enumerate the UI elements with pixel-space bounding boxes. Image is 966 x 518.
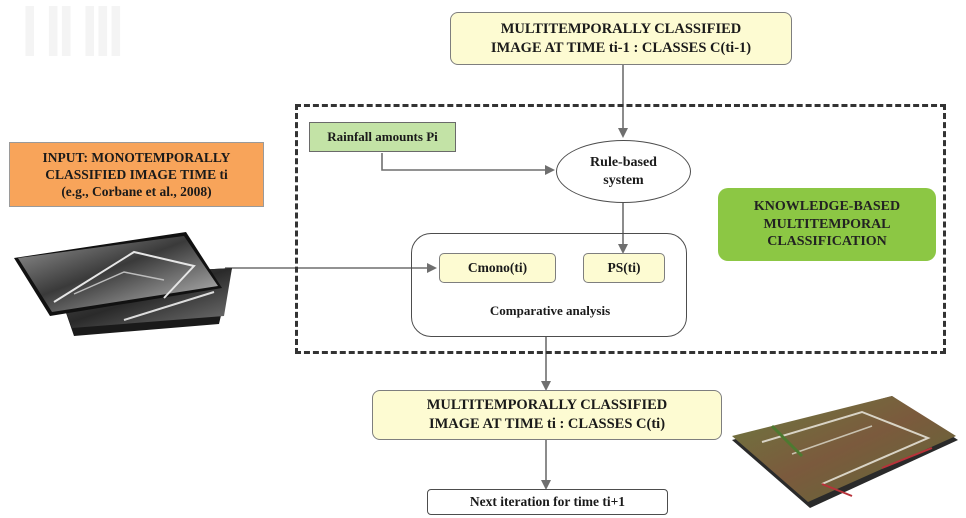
rainfall-box: Rainfall amounts Pi <box>309 122 456 152</box>
ps-box: PS(ti) <box>583 253 665 283</box>
knowledge-based-classification-label: KNOWLEDGE-BASED MULTITEMPORAL CLASSIFICA… <box>718 188 936 261</box>
comparative-analysis-label: Comparative analysis <box>489 303 611 318</box>
monotemporal-image-stack <box>14 232 232 336</box>
next-iteration-box: Next iteration for time ti+1 <box>427 489 668 515</box>
monotemporal-input-box: INPUT: MONOTEMPORALLY CLASSIFIED IMAGE T… <box>9 142 264 207</box>
current-classification-box: MULTITEMPORALLY CLASSIFIED IMAGE AT TIME… <box>372 390 722 440</box>
background-ghost-text: ⅠⅡⅢ <box>20 0 130 69</box>
previous-classification-box: MULTITEMPORALLY CLASSIFIED IMAGE AT TIME… <box>450 12 792 65</box>
rule-based-system-node: Rule-based system <box>556 140 691 203</box>
comparative-analysis-frame <box>411 233 687 337</box>
multitemporal-image-tile <box>732 396 958 508</box>
arrow-rainfall-to-rule <box>381 153 555 175</box>
cmono-box: Cmono(ti) <box>439 253 556 283</box>
knowledge-based-region <box>295 104 946 354</box>
